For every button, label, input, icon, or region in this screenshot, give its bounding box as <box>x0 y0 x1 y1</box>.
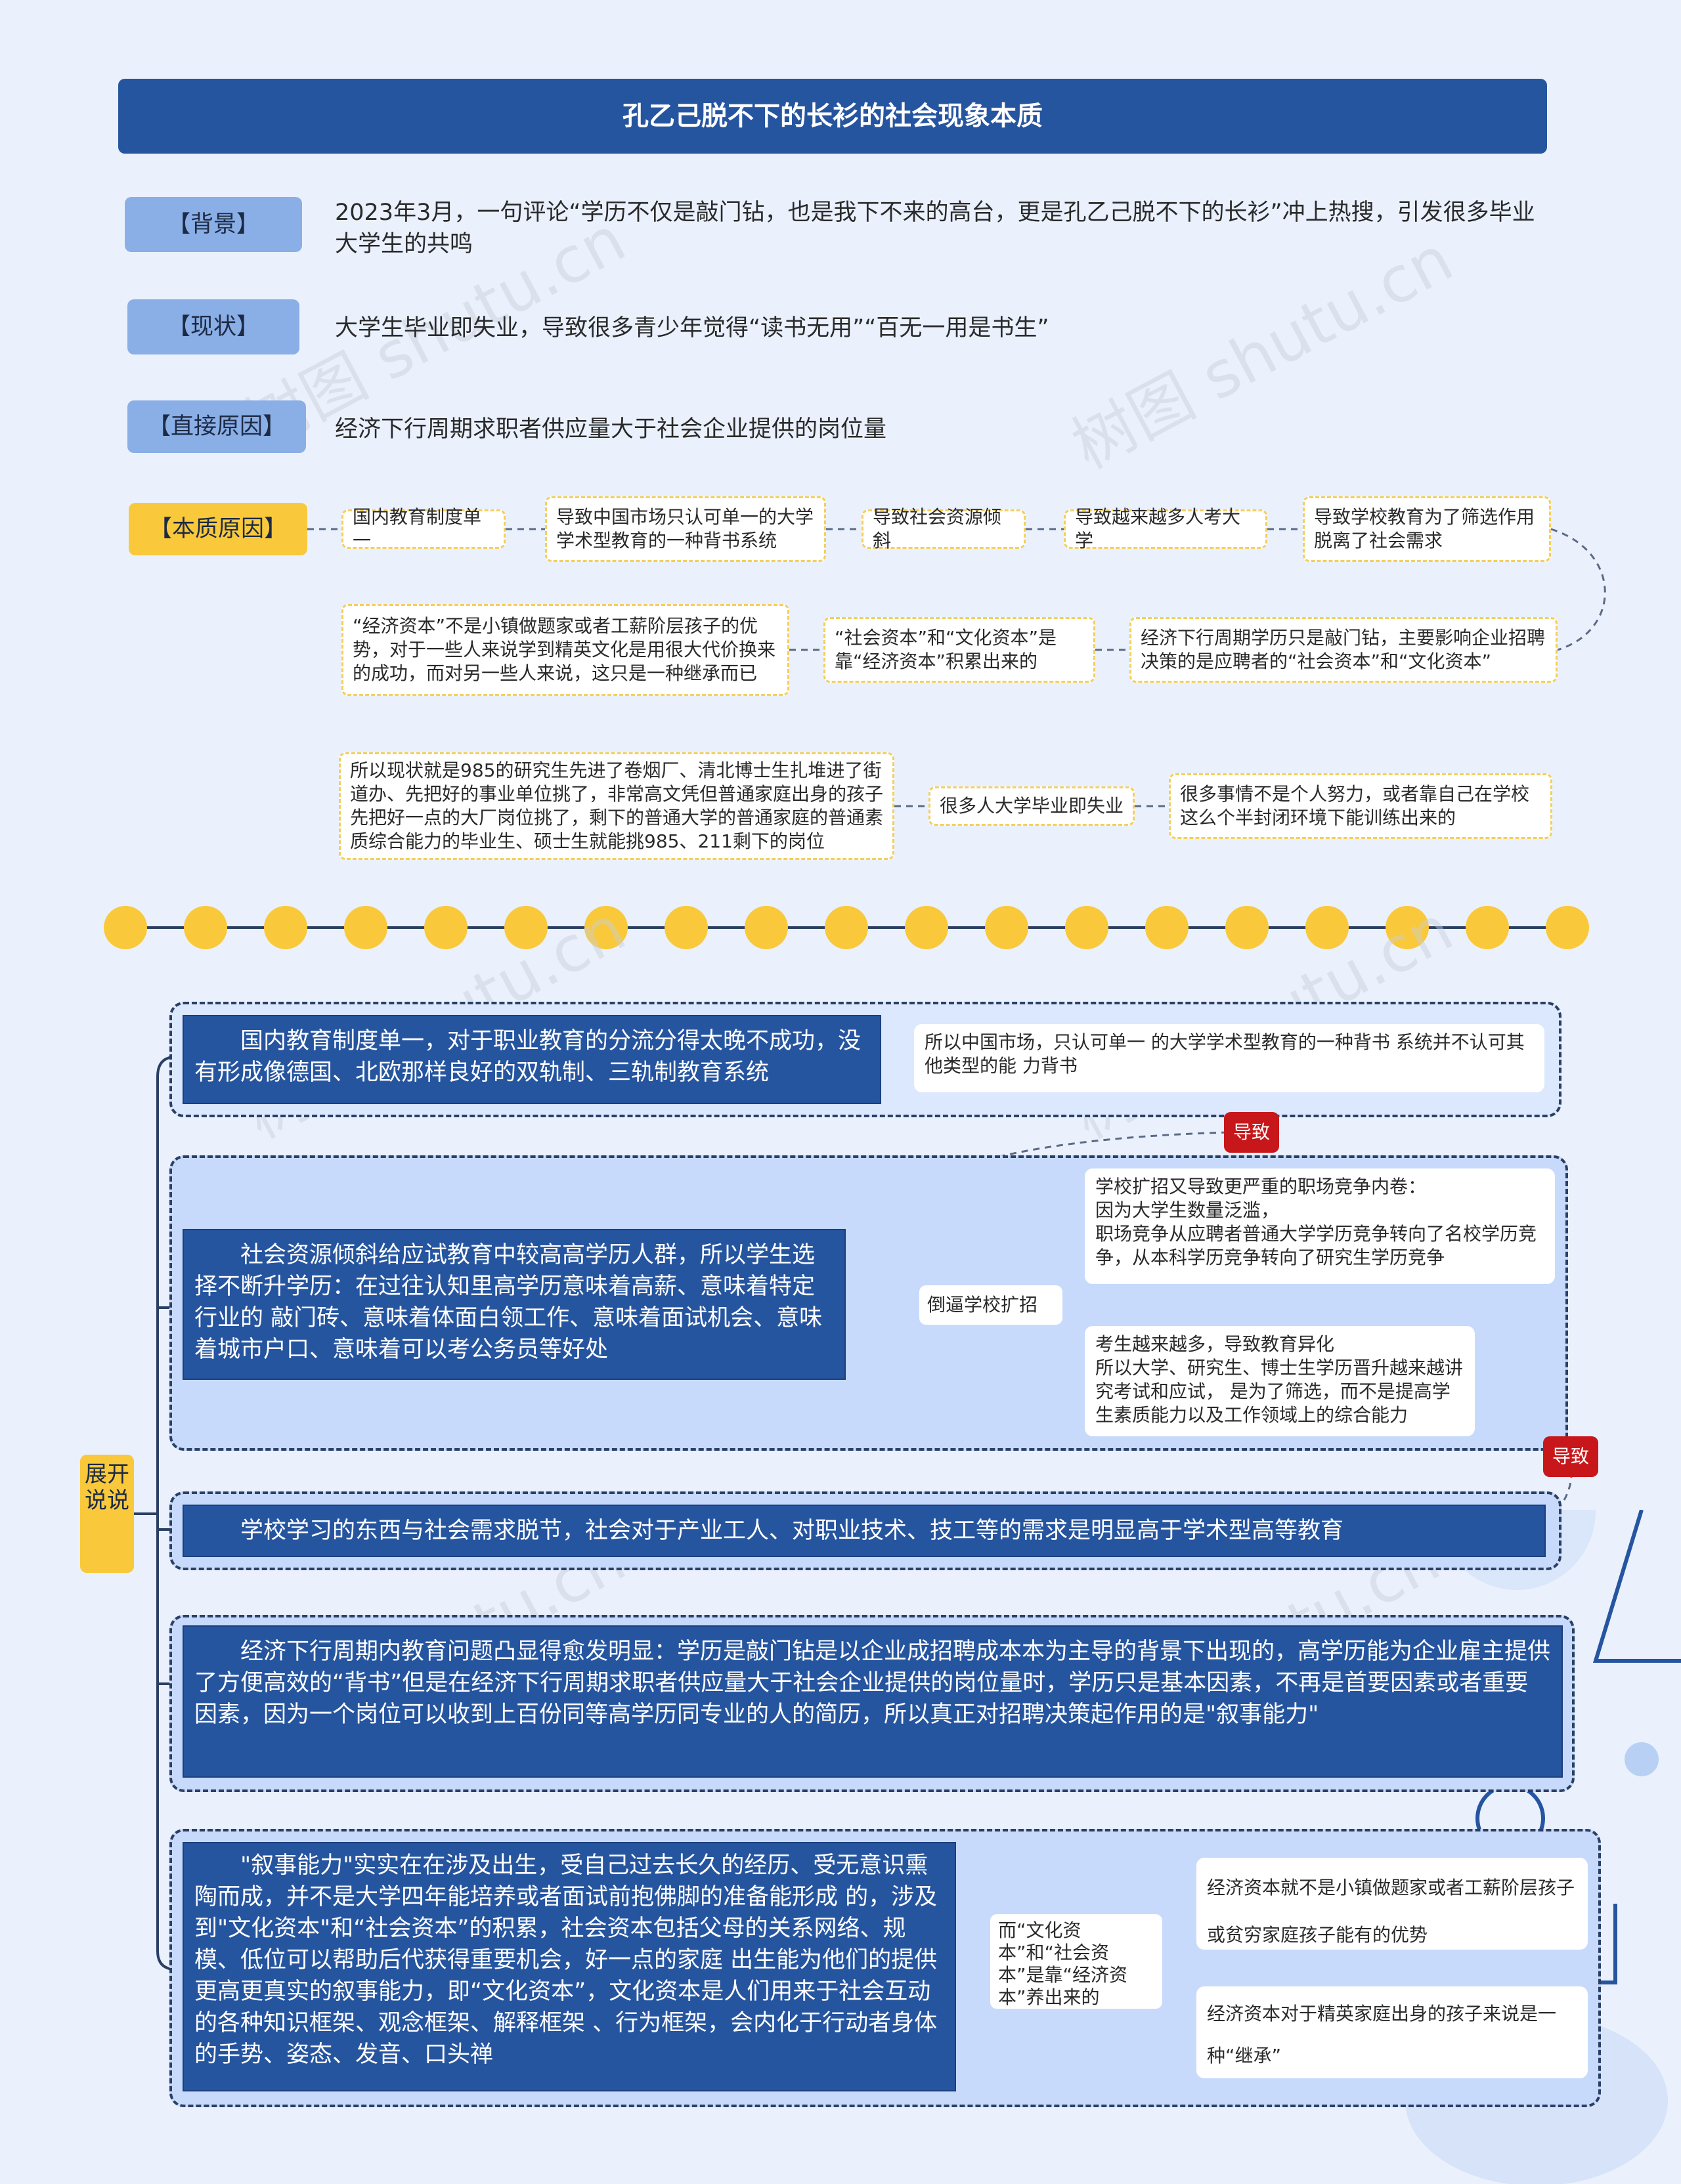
direct-cause-text: 经济下行周期求职者供应量大于社会企业提供的岗位量 <box>335 416 887 442</box>
timeline-dot <box>344 906 387 949</box>
panel5-mid: 而“文化资本”和“社会资本”是靠“经济资本”养出来的 <box>990 1914 1162 2009</box>
panel2-right-1: 学校扩招又导致更严重的职场竞争内卷： 因为大学生数量泛滥， 职场竞争从应聘者普通… <box>1085 1168 1555 1284</box>
status-text: 大学生毕业即失业，导致很多青少年觉得“读书无用”“百无一用是书生” <box>335 315 1049 341</box>
chain-node-11: 所以现状就是985的研究生先进了卷烟厂、清北博士生扎堆进了街道办、先把好的事业单… <box>339 752 894 860</box>
direct-cause-tag: 【直接原因】 <box>127 400 306 453</box>
panel1-main: 国内教育制度单一，对于职业教育的分流分得太晚不成功，没有形成像德国、北欧那样良好… <box>183 1015 881 1104</box>
leads-to-badge-1: 导致 <box>1224 1112 1279 1153</box>
timeline-dot <box>1466 906 1509 949</box>
timeline-dot <box>1065 906 1108 949</box>
timeline-dot <box>1145 906 1189 949</box>
chain-node-3: 导致社会资源倾斜 <box>862 506 1026 551</box>
timeline-dot <box>1386 906 1429 949</box>
panel1-note: 所以中国市场，只认可单一 的大学学术型教育的一种背书 系统并不认可其他类型的能 … <box>914 1024 1544 1092</box>
timeline-dot <box>745 906 788 949</box>
timeline-dot <box>1225 906 1269 949</box>
background-tag: 【背景】 <box>125 197 302 252</box>
leads-to-badge-2: 导致 <box>1543 1436 1598 1477</box>
timeline-dot <box>1546 906 1589 949</box>
panel2-mid: 倒逼学校扩招 <box>919 1285 1062 1325</box>
chain-node-8: “经济资本”不是小镇做题家或者工薪阶层孩子的优势，对于一些人来说学到精英文化是用… <box>341 604 789 696</box>
essence-tag: 【本质原因】 <box>129 503 307 555</box>
background-text: 2023年3月，一句评论“学历不仅是敲门钻，也是我下不来的高台，更是孔乙己脱不下… <box>335 200 1535 257</box>
timeline-dot <box>985 906 1028 949</box>
timeline-dot <box>424 906 468 949</box>
timeline-dot <box>504 906 548 949</box>
panel5-main: "叙事能力"实实在在涉及出生，受自己过去长久的经历、受无意识熏陶而成，并不是大学… <box>183 1842 956 2091</box>
panel2-right-2: 考生越来越多，导致教育异化 所以大学、研究生、博士生学历晋升越来越讲究考试和应试… <box>1085 1326 1475 1436</box>
panel2-main: 社会资源倾斜给应试教育中较高高学历人群，所以学生选择不断升学历：在过往认知里高学… <box>183 1229 846 1380</box>
timeline-dot <box>905 906 948 949</box>
timeline-dot <box>665 906 708 949</box>
panel5-right-1: 经济资本就不是小镇做题家或者工薪阶层孩子或贫穷家庭孩子能有的优势 <box>1196 1858 1588 1950</box>
timeline-dot <box>584 906 628 949</box>
chain-node-6: 经济下行周期学历只是敲门钻，主要影响企业招聘决策的是应聘者的“社会资本”和“文化… <box>1129 617 1558 683</box>
chain-node-5: 导致学校教育为了筛选作用脱离了社会需求 <box>1303 496 1551 562</box>
chain-node-9: 很多事情不是个人努力，或者靠自己在学校这么个半封闭环境下能训练出来的 <box>1169 773 1552 839</box>
chain-node-4: 导致越来越多人考大学 <box>1064 506 1267 551</box>
chain-node-1: 国内教育制度单一 <box>341 506 506 551</box>
chain-node-10: 很多人大学毕业即失业 <box>928 786 1135 826</box>
chain-node-7: “社会资本”和“文化资本”是靠“经济资本”积累出来的 <box>823 617 1095 683</box>
expand-label: 展开说说 <box>80 1455 134 1573</box>
chain-node-2: 导致中国市场只认可单一的大学学术型教育的一种背书系统 <box>545 496 826 562</box>
panel5-right-2: 经济资本对于精英家庭出身的孩子来说是一种“继承” <box>1196 1986 1588 2078</box>
page-title: 孔乙己脱不下的长衫的社会现象本质 <box>118 79 1547 154</box>
timeline-dot <box>1305 906 1349 949</box>
status-tag: 【现状】 <box>127 299 299 354</box>
timeline-dot <box>825 906 868 949</box>
panel4-main: 经济下行周期内教育问题凸显得愈发明显：学历是敲门钻是以企业成招聘成本本为主导的背… <box>183 1625 1563 1778</box>
panel3-main: 学校学习的东西与社会需求脱节，社会对于产业工人、对职业技术、技工等的需求是明显高… <box>183 1505 1546 1557</box>
timeline-dot <box>264 906 307 949</box>
timeline-dot <box>184 906 227 949</box>
timeline-dot <box>104 906 147 949</box>
